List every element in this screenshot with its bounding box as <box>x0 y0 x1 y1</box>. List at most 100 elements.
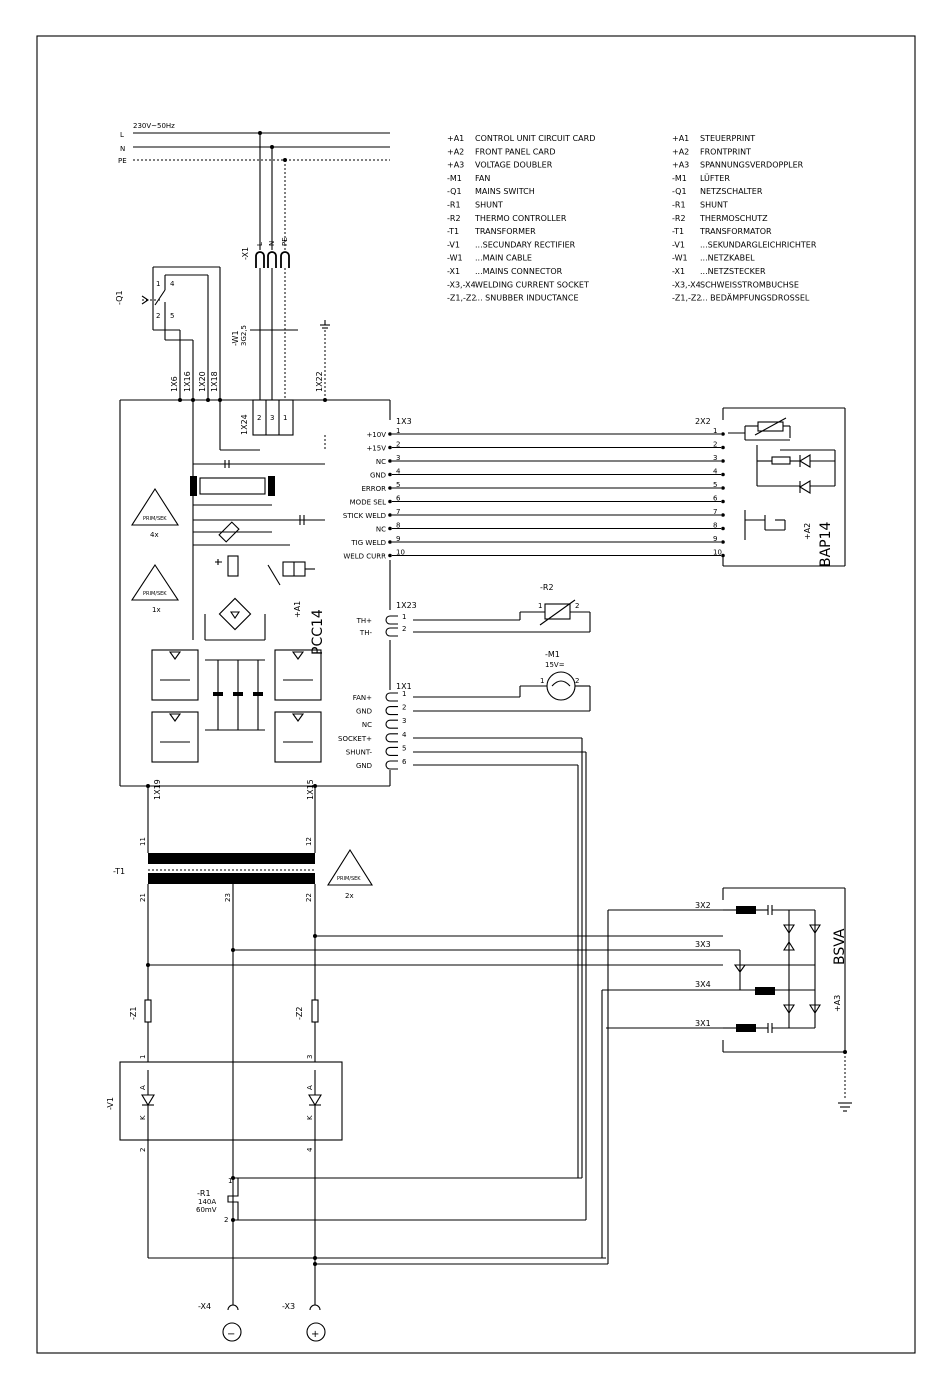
mains-line-l: L <box>120 131 124 139</box>
x3-pin-label-3: GND <box>370 472 386 480</box>
t1-label: -T1 <box>113 867 125 876</box>
legend_de-desc-2: SPANNUNGSVERDOPPLER <box>700 161 804 170</box>
legend_en-desc-4: MAINS SWITCH <box>475 187 535 196</box>
q1-pin-1: 1 <box>156 280 160 288</box>
legend_en-desc-10: ...MAINS CONNECTOR <box>475 267 563 276</box>
v1-cathode-a: K <box>139 1115 147 1120</box>
legend_de-code-3: -M1 <box>672 174 687 183</box>
x1-label: -X1 <box>241 247 250 260</box>
q1-pin-2: 2 <box>156 312 160 320</box>
x3-pin-num-0: 1 <box>396 427 400 435</box>
r2-pin-1: 1 <box>538 602 542 610</box>
legend_de-code-11: -X3,-X4 <box>672 280 701 289</box>
x23-pin-label-0: TH+ <box>356 617 373 625</box>
legend_de-desc-6: THERMOSCHUTZ <box>699 214 768 223</box>
x1c-pin-num-5: 6 <box>402 758 407 766</box>
x4-label: -X4 <box>198 1302 211 1311</box>
legend_de-code-1: +A2 <box>672 147 689 156</box>
legend_en-desc-3: FAN <box>475 174 490 183</box>
legend_en-desc-1: FRONT PANEL CARD <box>475 147 555 156</box>
x24-pin-2: 2 <box>257 414 261 422</box>
x3-pin-num-3: 4 <box>396 468 401 476</box>
warning-triangle-3 <box>327 848 373 886</box>
m1-fan: -M1 15V= 1 2 <box>413 650 591 766</box>
x3-pin-label-0: +10V <box>366 431 386 439</box>
legend_de-code-10: -X1 <box>672 267 685 276</box>
a3-label: +A3 <box>833 995 842 1012</box>
x3-pin-label-8: TIG WELD <box>350 539 386 547</box>
x1c-pin-label-0: FAN+ <box>353 694 372 702</box>
warning-symbols: PRIM/SEK 4x PRIM/SEK 1x PRIM/SEK 2x <box>130 487 373 900</box>
bsva-pin-3x2: 3X2 <box>695 901 711 910</box>
legend_de-code-8: -V1 <box>672 240 685 249</box>
r1-pin-2: 2 <box>224 1216 228 1224</box>
x3-far-pin-num-7: 8 <box>713 522 717 530</box>
a1-name: PCC14 <box>310 609 326 655</box>
legend_en-desc-6: THERMO CONTROLLER <box>474 214 567 223</box>
v1-rectifier: -V1 1 3 2 4 A K A K <box>106 1055 343 1258</box>
legend_en-code-8: -V1 <box>447 240 460 249</box>
r2-thermo: -R2 1 2 <box>413 583 591 633</box>
m1-label: -M1 <box>545 650 560 659</box>
v1-anode-b: A <box>306 1085 314 1090</box>
q1-switch: -Q1 1 2 4 5 <box>115 266 221 400</box>
x23-pin-num-0: 1 <box>402 613 406 621</box>
q1-label: -Q1 <box>115 290 124 305</box>
legend_en-desc-11: WELDING CURRENT SOCKET <box>475 280 589 289</box>
x3-far-pin-num-1: 2 <box>713 441 717 449</box>
x23-pin-label-1: TH- <box>359 629 373 637</box>
x3-pin-num-4: 5 <box>396 481 400 489</box>
legend_de-code-6: -R2 <box>672 214 686 223</box>
q1-pin-4: 4 <box>170 280 175 288</box>
legend_de-desc-11: SCHWEISSTROMBUCHSE <box>700 280 799 289</box>
x1c-pin-label-4: SHUNT- <box>346 748 373 756</box>
t1-pin-21: 21 <box>139 893 147 902</box>
x3-far-pin-num-0: 1 <box>713 427 717 435</box>
x3-far-pin-num-9: 10 <box>713 549 722 557</box>
conn-1x19: 1X19 <box>153 779 162 800</box>
x3-pin-label-2: NC <box>376 458 386 466</box>
legend_de-desc-8: ...SEKUNDARGLEICHRICHTER <box>700 240 817 249</box>
w1-spec: 3G2,5 <box>240 325 248 346</box>
legend_de-code-2: +A3 <box>672 161 689 170</box>
x3-far-pin-num-8: 9 <box>713 535 717 543</box>
legend_en-code-9: -W1 <box>447 254 463 263</box>
bap14-board: +A2 BAP14 <box>722 407 846 567</box>
x1c-pin-num-2: 3 <box>402 717 406 725</box>
v1-anode-a: A <box>139 1085 147 1090</box>
x3-pin-label-1: +15V <box>366 445 386 453</box>
x1c-pin-label-1: GND <box>356 708 372 716</box>
conn-1x18: 1X18 <box>210 371 219 392</box>
legend_en-code-6: -R2 <box>447 214 461 223</box>
x1c-pin-num-4: 5 <box>402 744 406 752</box>
legend_de-desc-0: STEUERPRINT <box>700 134 755 143</box>
t1-pin-22: 22 <box>305 893 313 902</box>
v1-label: -V1 <box>106 1097 115 1110</box>
legend_de-desc-1: FRONTPRINT <box>700 147 751 156</box>
warning-count-3: 2x <box>345 892 354 900</box>
x24-pin-3: 3 <box>270 414 274 422</box>
drawing-frame <box>36 35 916 1354</box>
x3-far-pin-num-6: 7 <box>713 508 717 516</box>
r1-spec-a: 140A <box>198 1198 216 1206</box>
conn-1x20: 1X20 <box>198 371 207 392</box>
mains-supply-label: 230V~50Hz <box>133 122 175 130</box>
bsva-pin-3x1: 3X1 <box>695 1019 711 1028</box>
legend_de-desc-9: ...NETZKABEL <box>700 254 755 263</box>
r2-label: -R2 <box>540 583 554 592</box>
x3-far-pin-num-5: 6 <box>713 495 718 503</box>
x23-name: 1X23 <box>396 601 417 610</box>
conn-1x16: 1X16 <box>183 371 192 392</box>
x23-connector: 1X23 TH+1TH-2 <box>356 601 417 637</box>
x1c-pin-num-0: 1 <box>402 690 406 698</box>
legend_en-code-4: -Q1 <box>447 187 462 196</box>
legend_en-code-5: -R1 <box>447 201 461 210</box>
legend_en-code-12: -Z1,-Z2 <box>447 294 476 303</box>
v1-pin-2: 2 <box>139 1148 147 1152</box>
x1c-name: 1X1 <box>396 682 412 691</box>
conn-1x6: 1X6 <box>170 376 179 392</box>
x3-pin-num-8: 9 <box>396 535 400 543</box>
